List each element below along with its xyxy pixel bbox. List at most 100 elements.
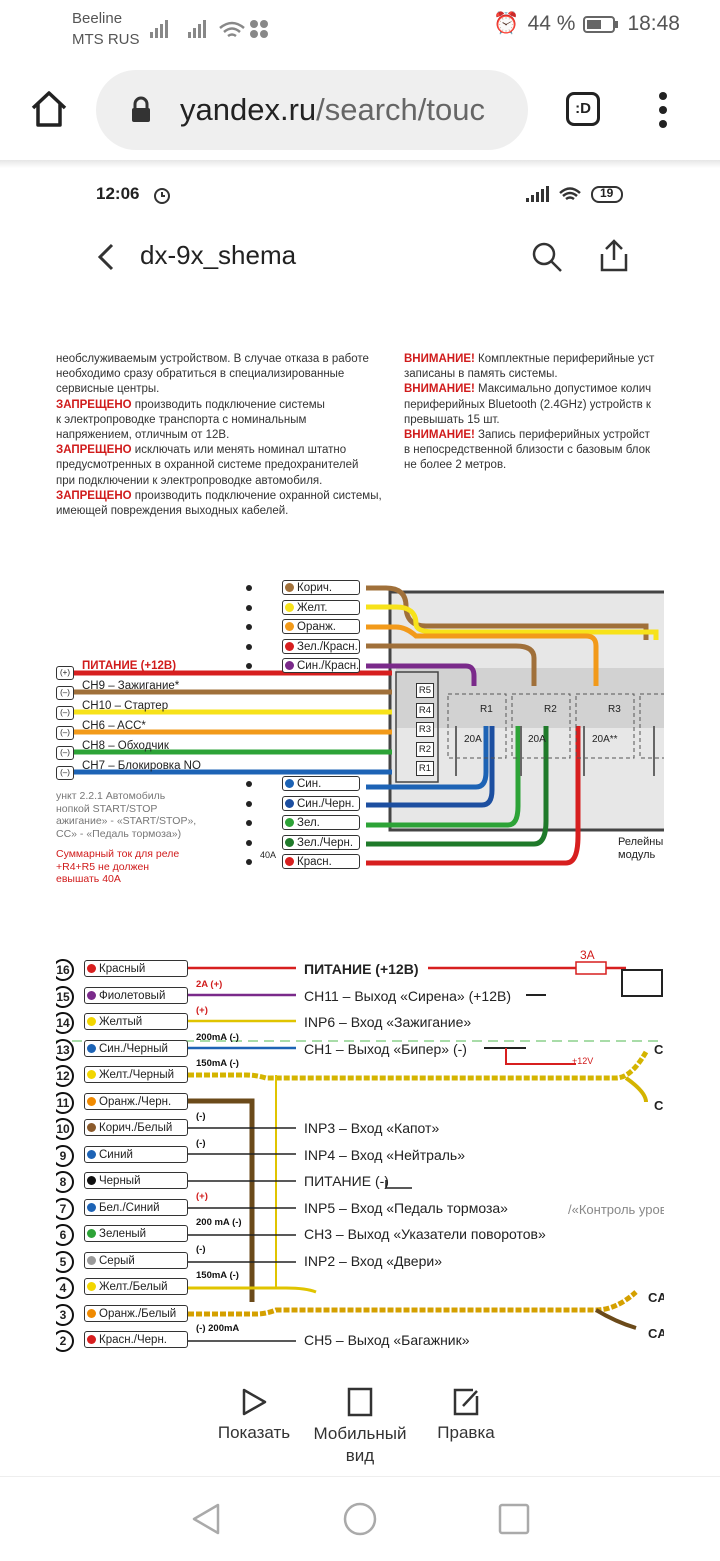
wire-color-swatch bbox=[87, 1043, 96, 1053]
nav-back-icon[interactable] bbox=[188, 1501, 224, 1537]
note-line: +R4+R5 не должен bbox=[56, 860, 150, 873]
nav-recents-icon[interactable] bbox=[496, 1501, 532, 1537]
wire-color-tag: Черный bbox=[84, 1172, 188, 1189]
note-line: Суммарный ток для реле bbox=[56, 848, 180, 860]
wire-color-tag: Серый bbox=[84, 1251, 188, 1269]
pin-number: 16 bbox=[56, 959, 74, 981]
carrier-1: Beeline bbox=[72, 10, 123, 27]
warning-head: ЗАПРЕЩЕНО bbox=[56, 489, 132, 502]
wire-end-dot bbox=[246, 604, 252, 611]
wire-color-label: Красн./Черн. bbox=[99, 1334, 167, 1346]
wire-color-label: Желт./Черный bbox=[99, 1069, 175, 1081]
wire-color-swatch bbox=[87, 1282, 96, 1291]
pin-amperage: (+) bbox=[196, 1190, 208, 1202]
address-bar[interactable]: yandex.ru/search/touc bbox=[96, 70, 528, 150]
home-icon[interactable] bbox=[28, 88, 70, 130]
wire-color-label: Синий bbox=[99, 1148, 133, 1161]
wire-tag: Зел. bbox=[282, 815, 360, 831]
wire-color-swatch bbox=[87, 1017, 96, 1026]
wire-tag-label: Син./Красн. bbox=[297, 660, 360, 673]
lock-icon bbox=[132, 96, 150, 122]
wire-color-label: Серый bbox=[99, 1254, 135, 1267]
relay-terminal: R1 bbox=[416, 761, 434, 776]
warning-line: предусмотренных в охранной системе предо… bbox=[56, 458, 382, 473]
wire-tag-label: Зел./Черн. bbox=[297, 836, 354, 849]
wire-color-tag: Синий bbox=[84, 1145, 188, 1163]
wire-tag-label: Корич. bbox=[297, 582, 333, 594]
edit-button[interactable]: Правка bbox=[424, 1386, 508, 1443]
wire-tag: Красн. bbox=[282, 854, 360, 870]
wire-color-tag: Желт./Белый bbox=[84, 1278, 188, 1295]
wire-green bbox=[366, 726, 521, 828]
wire-color-label: Желт./Белый bbox=[99, 1281, 168, 1293]
wire-color-label: Красный bbox=[99, 963, 146, 975]
alarm-icon: ⏰ bbox=[493, 12, 520, 35]
connector-diagram bbox=[56, 961, 664, 1342]
wire-color-swatch bbox=[87, 1149, 96, 1159]
url-text: yandex.ru/search/touc bbox=[180, 92, 510, 128]
wire-color-swatch bbox=[87, 1096, 96, 1106]
relay-amperage: 20A** bbox=[592, 734, 618, 745]
warning-list: ЗАПРЕЩЕНО производить подключение систем… bbox=[56, 398, 382, 520]
tabs-button[interactable]: :D bbox=[566, 92, 600, 126]
wire-tag: Син./Красн. bbox=[282, 658, 360, 674]
pin-amperage: 150mA (-) bbox=[196, 1058, 239, 1069]
pin-amperage: (-) bbox=[196, 1111, 206, 1122]
polarity-badge: (–) bbox=[56, 766, 74, 780]
note-line: ажигание» - «START/STOP», bbox=[56, 815, 197, 827]
relay-channel-label: CH9 – Зажигание* bbox=[82, 680, 180, 692]
relay-module-label: Релейны модуль bbox=[618, 836, 663, 862]
wire-color-label: Фиолетовый bbox=[99, 989, 166, 1002]
wire-orange bbox=[366, 624, 599, 686]
relay-terminal: R2 bbox=[416, 741, 434, 757]
warning-head: ВНИМАНИЕ! bbox=[404, 429, 475, 442]
mobile-view-button[interactable]: Мобильный вид bbox=[304, 1386, 416, 1467]
wire-color-tag: Оранж./Черн. bbox=[84, 1092, 188, 1110]
warning-head: ВНИМАНИЕ! bbox=[404, 353, 475, 365]
warning-line: записаны в память системы. bbox=[404, 367, 654, 382]
relay-channel-label: CH6 – ACC* bbox=[82, 720, 146, 732]
relay-module-label-1: Релейны bbox=[618, 836, 664, 848]
wire-blue bbox=[366, 726, 489, 790]
pin-number: 7 bbox=[56, 1197, 74, 1220]
carrier-2: MTS RUS bbox=[72, 31, 140, 48]
warning-line: ВНИМАНИЕ! Максимально допустимое колич bbox=[404, 382, 654, 397]
pin-amperage: (+) bbox=[196, 1005, 208, 1016]
relay-note-red: Суммарный ток для реле +R4+R5 не должен … bbox=[56, 848, 179, 886]
pin-number: 3 bbox=[56, 1303, 74, 1326]
wire-end-dot bbox=[246, 859, 252, 866]
pin-number: 12 bbox=[56, 1065, 74, 1087]
relay-name: R3 bbox=[608, 704, 621, 715]
back-icon[interactable] bbox=[96, 242, 116, 272]
pin-amperage: 150mA (-) bbox=[196, 1270, 239, 1281]
can-label-3: CA bbox=[648, 1290, 664, 1305]
wire-color-swatch bbox=[285, 798, 294, 808]
wire-tag-label: Желт. bbox=[297, 601, 328, 614]
wire-red bbox=[366, 726, 581, 866]
status-right: ⏰ 44 % 18:48 bbox=[493, 12, 680, 36]
note-line: нопкой START/STOP bbox=[56, 802, 158, 815]
warning-line: в непосредственной близости с базовым бл… bbox=[404, 443, 654, 458]
wire-tag-label: Син./Черн. bbox=[297, 797, 355, 810]
wire-color-tag: Бел./Синий bbox=[84, 1198, 188, 1216]
plus-12v: +12V bbox=[572, 1056, 594, 1066]
wire-tag: Син. bbox=[282, 776, 360, 791]
wire-color-swatch bbox=[87, 1202, 96, 1212]
carrier-labels: Beeline MTS RUS bbox=[72, 8, 140, 50]
wire-color-label: Корич./Белый bbox=[99, 1122, 173, 1134]
more-menu-icon[interactable] bbox=[656, 90, 670, 130]
nav-home-icon[interactable] bbox=[342, 1501, 378, 1537]
search-icon[interactable] bbox=[530, 240, 564, 274]
show-label: Показать bbox=[217, 1423, 291, 1442]
wire-color-swatch bbox=[87, 1255, 96, 1265]
wire-color-label: Бел./Синий bbox=[99, 1201, 160, 1214]
wire-color-tag: Желтый bbox=[84, 1013, 188, 1030]
show-button[interactable]: Показать bbox=[206, 1386, 302, 1443]
share-icon[interactable] bbox=[598, 238, 630, 274]
warning-text: производить подключение системы bbox=[131, 398, 325, 411]
warning-text: в непосредственной близости с базовым бл… bbox=[404, 444, 651, 457]
wire-tag: Корич. bbox=[282, 580, 360, 595]
wire-color-tag: Корич./Белый bbox=[84, 1119, 188, 1136]
polarity-badge: (–) bbox=[56, 686, 74, 700]
